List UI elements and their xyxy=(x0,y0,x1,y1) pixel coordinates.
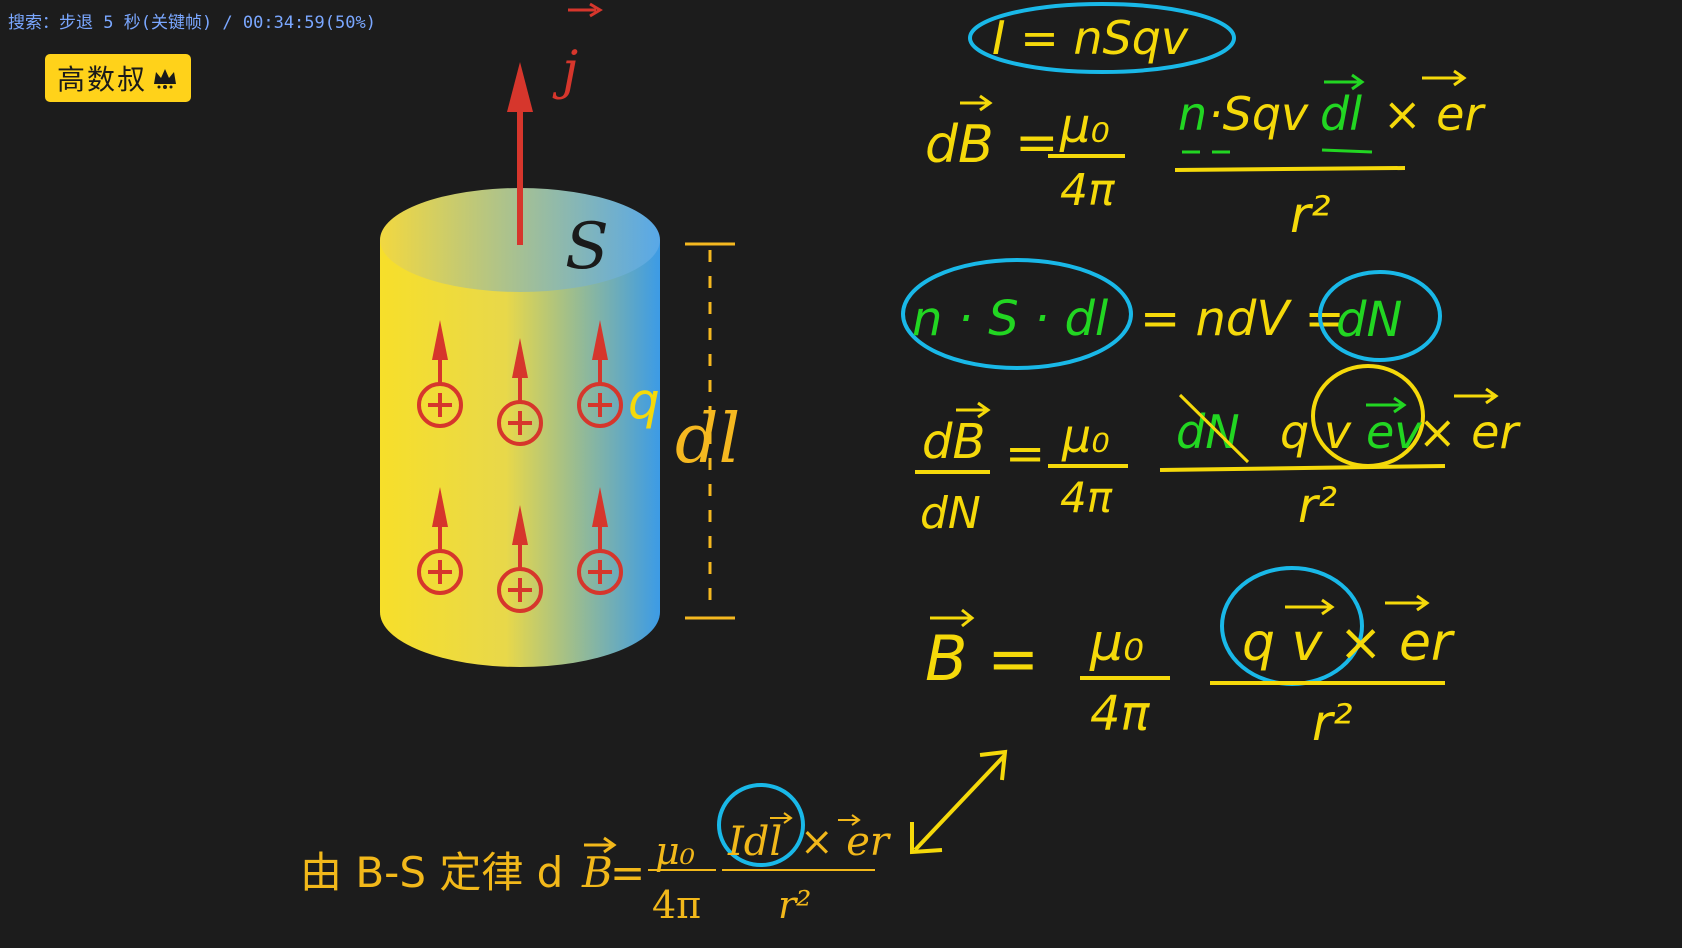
svg-text:× er: × er xyxy=(1383,87,1486,141)
svg-text:I = nSqv: I = nSqv xyxy=(992,11,1189,65)
svg-text:B =: B = xyxy=(925,622,1039,695)
svg-text:r²: r² xyxy=(1312,694,1353,752)
svg-text:=: = xyxy=(610,848,645,897)
svg-text:4π: 4π xyxy=(1060,165,1116,216)
positive-charge xyxy=(497,358,543,446)
length-label: dl xyxy=(675,400,740,479)
svg-text:= ndV =: = ndV = xyxy=(1140,291,1345,347)
double-arrow-icon xyxy=(910,749,1008,855)
svg-text:=: = xyxy=(1005,426,1045,482)
equation-db-dn: dB dN = μ₀ 4π dN q v ev × er r² xyxy=(915,364,1521,539)
svg-text:·Sqv: ·Sqv xyxy=(1208,87,1309,141)
cylinder-figure: j S xyxy=(380,2,740,667)
length-dimension xyxy=(685,242,735,620)
svg-text:由 B-S 定律 d: 由 B-S 定律 d xyxy=(300,848,563,897)
svg-text:μ₀: μ₀ xyxy=(1089,613,1144,673)
charge-label: q xyxy=(628,372,660,430)
svg-text:n · S · dl: n · S · dl xyxy=(912,291,1109,347)
current-density-label: j xyxy=(552,41,578,101)
svg-text:× er: × er xyxy=(800,819,892,865)
svg-text:r²: r² xyxy=(1298,478,1337,534)
status-bar: 搜索：步退 5 秒(关键帧) / 00:34:59(50%) xyxy=(8,13,376,33)
svg-text:4π: 4π xyxy=(1060,473,1113,522)
equation-b-field: B = μ₀ 4π q v × er r² xyxy=(925,566,1456,752)
svg-text:dN: dN xyxy=(920,488,981,539)
svg-text:4π: 4π xyxy=(1090,686,1151,742)
svg-text:μ₀: μ₀ xyxy=(1061,409,1110,463)
svg-text:dB: dB xyxy=(922,414,985,470)
svg-text:dN: dN xyxy=(1336,292,1402,348)
equation-db-1: dB = μ₀ 4π n ·Sqv dl × er r² xyxy=(925,69,1486,244)
svg-text:Idl: Idl xyxy=(727,819,782,865)
equation-current: I = nSqv xyxy=(968,2,1236,74)
svg-text:μ₀: μ₀ xyxy=(1059,98,1110,154)
current-arrow-head xyxy=(507,62,533,112)
svg-text:q v × er: q v × er xyxy=(1242,613,1456,673)
svg-text:B: B xyxy=(581,848,613,897)
svg-text:dl: dl xyxy=(1320,87,1362,141)
area-label: S xyxy=(565,210,609,284)
equation-volume: n · S · dl = ndV = dN xyxy=(901,258,1442,370)
logo-text: 高数叔 xyxy=(56,63,147,96)
svg-text:n: n xyxy=(1178,87,1207,141)
svg-text:dB: dB xyxy=(925,115,994,175)
logo-badge: 高数叔 xyxy=(45,54,191,102)
svg-text:=: = xyxy=(1015,113,1059,173)
svg-text:r²: r² xyxy=(1290,186,1331,244)
crown-icon xyxy=(154,69,176,89)
svg-text:dN: dN xyxy=(1176,405,1240,459)
svg-text:r²: r² xyxy=(778,883,811,927)
svg-text:4π: 4π xyxy=(652,883,701,927)
svg-text:ev: ev xyxy=(1366,405,1422,459)
biot-savart-law: 由 B-S 定律 d B = μ₀ 4π Idl × er r² xyxy=(300,783,892,927)
svg-text:μ₀: μ₀ xyxy=(655,829,695,873)
svg-text:× er: × er xyxy=(1418,405,1521,459)
